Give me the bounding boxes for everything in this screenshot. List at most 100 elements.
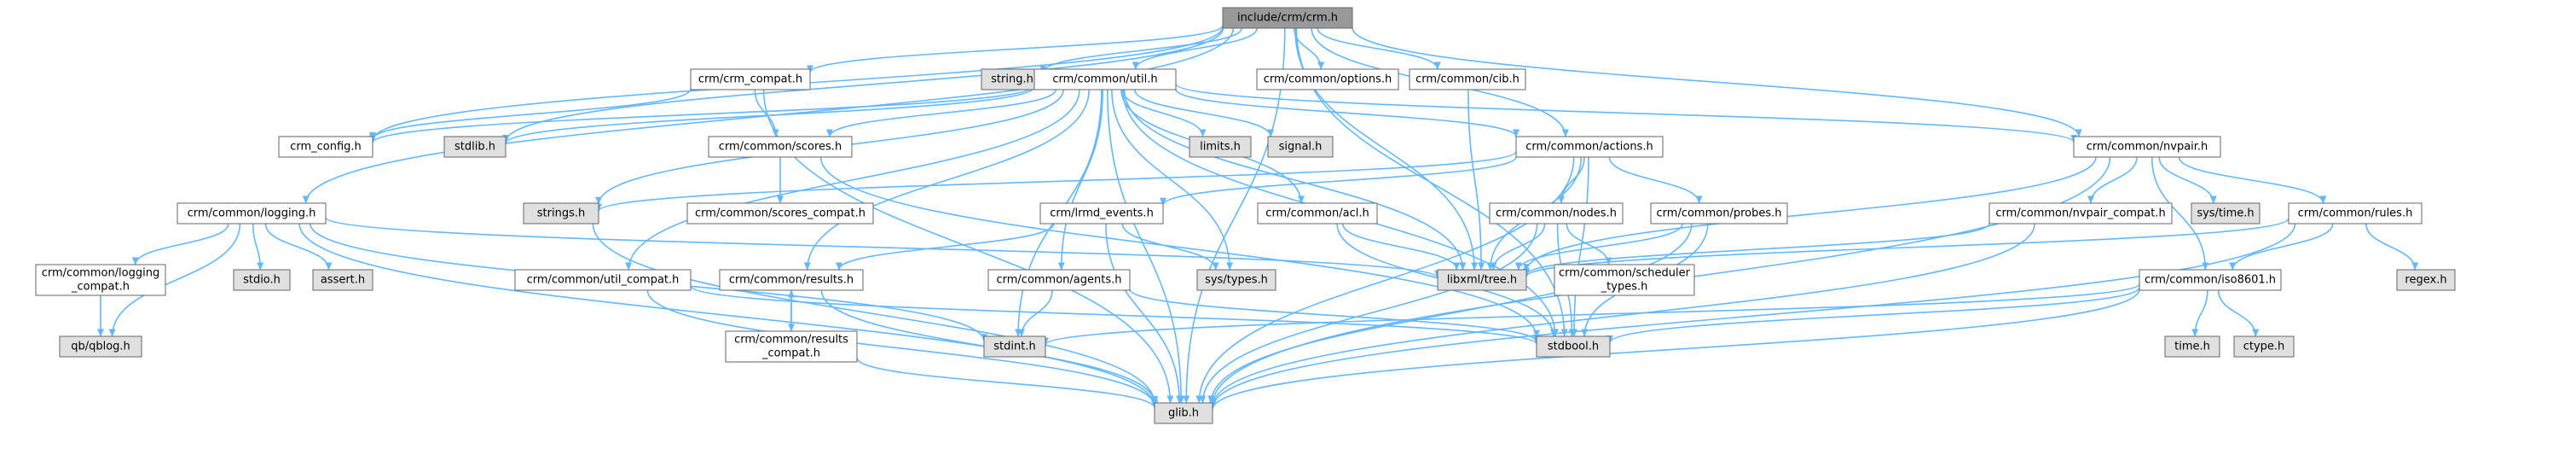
node-logging[interactable]: crm/common/logging.h	[177, 202, 327, 224]
edge-acl-to-libxml_tree_h	[1341, 223, 1461, 271]
edge-nvpair_compat-to-glib_h	[1209, 223, 2035, 407]
node-agents[interactable]: crm/common/agents.h	[987, 269, 1131, 291]
node-lrmd-events[interactable]: crm/lrmd_events.h	[1039, 202, 1164, 224]
node-label: crm/common/acl.h	[1265, 207, 1369, 220]
node-box	[1267, 136, 1334, 158]
node-crm-config[interactable]: crm_config.h	[278, 136, 373, 158]
edge-probes-to-libxml_tree_h	[1514, 223, 1683, 271]
node-box	[2191, 202, 2261, 224]
node-label: stdlib.h	[454, 141, 495, 154]
node-signal-h: signal.h	[1267, 136, 1334, 158]
edge-logging-to-libxml_tree_h	[325, 217, 1441, 278]
edge-logging-to-glib_h	[298, 223, 1158, 408]
node-sys-time-h: sys/time.h	[2191, 202, 2261, 224]
node-nvpair-compat[interactable]: crm/common/nvpair_compat.h	[1988, 202, 2173, 224]
node-box	[1033, 68, 1177, 90]
edge-util-to-signal_h	[1134, 89, 1275, 137]
edge-actions-to-nodes	[1558, 156, 1585, 204]
edge-nodes-to-libxml_tree_h	[1490, 223, 1546, 271]
edge-root-to-crm_compat	[807, 25, 1224, 73]
node-label: crm/common/logging	[42, 267, 159, 280]
node-box	[1039, 202, 1164, 224]
node-box	[1222, 7, 1353, 29]
node-label: glib.h	[1168, 407, 1199, 420]
node-label: string.h	[991, 73, 1033, 86]
node-label: sys/types.h	[1205, 274, 1268, 287]
node-qblog-h: qb/qblog.h	[59, 335, 142, 358]
node-box	[690, 68, 811, 90]
node-nodes[interactable]: crm/common/nodes.h	[1489, 202, 1624, 224]
node-label: ctype.h	[2243, 341, 2285, 353]
edge-lrmd_events-to-results	[836, 223, 1055, 271]
node-label: crm/common/util_compat.h	[527, 274, 680, 287]
node-assert-h: assert.h	[312, 269, 373, 291]
edge-iso8601-to-time_h	[2191, 289, 2208, 337]
edge-rules-to-regex_h	[2365, 223, 2419, 271]
node-box	[1988, 202, 2173, 224]
node-label: qb/qblog.h	[71, 341, 130, 353]
node-scores[interactable]: crm/common/scores.h	[708, 136, 853, 158]
edge-actions-to-lrmd_events	[1160, 156, 1517, 206]
node-results[interactable]: crm/common/results.h	[719, 269, 864, 291]
node-cib[interactable]: crm/common/cib.h	[1409, 68, 1526, 90]
node-actions[interactable]: crm/common/actions.h	[1515, 136, 1664, 158]
node-iso8601[interactable]: crm/common/iso8601.h	[2139, 269, 2282, 291]
edge-util-to-nvpair	[1175, 83, 2077, 143]
node-util[interactable]: crm/common/util.h	[1033, 68, 1177, 90]
node-box	[983, 335, 1046, 358]
node-label: stdint.h	[993, 341, 1035, 353]
edge-nvpair-to-rules	[2178, 156, 2327, 204]
node-box	[233, 269, 291, 291]
node-crm-compat[interactable]: crm/crm_compat.h	[690, 68, 811, 90]
edge-lrmd_events-to-glib_h	[1105, 223, 1184, 404]
node-label: sys/time.h	[2197, 207, 2254, 220]
edge-crm_compat-to-crm_config	[369, 88, 692, 140]
node-acl[interactable]: crm/common/acl.h	[1257, 202, 1378, 224]
edge-iso8601-to-stdint_h	[1042, 283, 2140, 346]
node-box	[2288, 202, 2423, 224]
edge-scores-to-stdbool_h	[819, 156, 1540, 338]
edge-nodes-to-scheduler_types	[1566, 223, 1612, 265]
node-box	[1256, 68, 1399, 90]
edge-root-to-glib_h	[1183, 27, 1286, 404]
node-logging-compat[interactable]: crm/common/logging_compat.h	[35, 264, 166, 296]
node-box	[1515, 136, 1664, 158]
node-label: crm/common/rules.h	[2298, 207, 2413, 220]
node-box	[981, 68, 1044, 90]
node-box	[1189, 136, 1252, 158]
node-box	[59, 335, 142, 358]
edge-nvpair-to-iso8601	[2151, 156, 2209, 271]
node-label: crm/common/scheduler	[1559, 267, 1691, 280]
edge-nvpair_compat-to-libxml_tree_h	[1523, 223, 1990, 276]
edge-util-to-stdlib_h	[502, 86, 1035, 144]
node-options[interactable]: crm/common/options.h	[1256, 68, 1399, 90]
node-box	[2233, 335, 2295, 358]
edge-iso8601-to-stdbool_h	[1606, 287, 2140, 343]
node-label: crm/common/logging.h	[188, 207, 316, 220]
node-nvpair[interactable]: crm/common/nvpair.h	[2073, 136, 2221, 158]
node-label: stdbool.h	[1548, 341, 1599, 353]
node-strings-h: strings.h	[523, 202, 599, 224]
node-libxml-tree-h: libxml/tree.h	[1437, 269, 1527, 291]
node-box	[987, 269, 1131, 291]
edge-util_compat-to-glib_h	[646, 289, 1158, 407]
node-label: libxml/tree.h	[1447, 274, 1517, 287]
node-box	[1536, 335, 1611, 358]
node-util-compat[interactable]: crm/common/util_compat.h	[514, 269, 692, 291]
node-label: stdio.h	[243, 274, 281, 287]
node-box	[1554, 264, 1695, 296]
node-box	[443, 136, 507, 158]
node-probes[interactable]: crm/common/probes.h	[1650, 202, 1788, 224]
edge-util_compat-to-stdbool_h	[690, 285, 1540, 345]
node-box	[35, 264, 166, 296]
node-scheduler-types[interactable]: crm/common/scheduler_types.h	[1554, 264, 1695, 296]
node-box	[2164, 335, 2220, 358]
node-root[interactable]: include/crm/crm.h	[1222, 7, 1353, 29]
node-label: crm/common/scores.h	[719, 141, 842, 154]
node-results-compat[interactable]: crm/common/results_compat.h	[725, 330, 858, 363]
node-box	[312, 269, 373, 291]
edge-cib-to-libxml_tree_h	[1467, 89, 1485, 271]
node-rules[interactable]: crm/common/rules.h	[2288, 202, 2423, 224]
node-scores-compat[interactable]: crm/common/scores_compat.h	[686, 202, 874, 224]
node-label: strings.h	[537, 207, 585, 220]
